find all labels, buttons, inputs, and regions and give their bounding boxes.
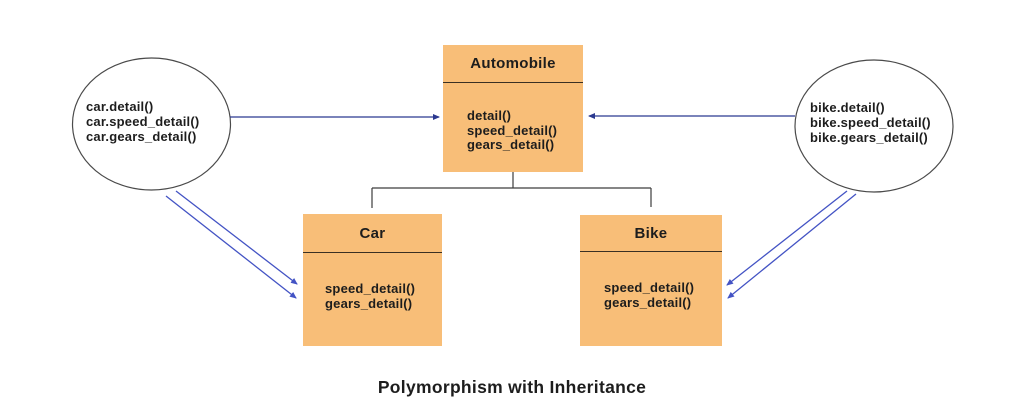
call-line: car.speed_detail() bbox=[86, 114, 200, 129]
method-item: speed_detail() bbox=[325, 281, 416, 296]
car-calls-ellipse bbox=[71, 57, 232, 191]
diagram-caption: Polymorphism with Inheritance bbox=[377, 377, 647, 397]
class-title-bike: Bike bbox=[580, 215, 722, 252]
class-methods-automobile: detail() speed_detail() gears_detail() bbox=[443, 83, 583, 153]
method-item: gears_detail() bbox=[467, 137, 555, 152]
call-line: car.detail() bbox=[86, 99, 154, 114]
car-dispatch-arrow-2 bbox=[165, 195, 297, 299]
method-item: speed_detail() bbox=[467, 122, 558, 138]
bike-dispatch-arrow-1 bbox=[726, 190, 848, 286]
call-line: bike.gears_detail() bbox=[810, 130, 928, 145]
class-methods-bike: speed_detail() gears_detail() bbox=[580, 252, 722, 310]
method-item: detail() bbox=[467, 108, 512, 123]
car-dispatch-arrow-1 bbox=[175, 190, 298, 285]
call-line: bike.detail() bbox=[810, 100, 885, 115]
inheritance-tree-line bbox=[371, 172, 652, 208]
call-line: car.gears_detail() bbox=[86, 129, 197, 144]
call-line: bike.speed_detail() bbox=[810, 115, 931, 130]
class-box-bike: Bike speed_detail() gears_detail() bbox=[580, 215, 722, 346]
method-item: speed_detail() bbox=[604, 280, 695, 295]
class-methods-car: speed_detail() gears_detail() bbox=[303, 253, 442, 311]
bike-dispatch-arrow-2 bbox=[727, 193, 857, 299]
method-item: gears_detail() bbox=[604, 294, 692, 310]
class-box-automobile: Automobile detail() speed_detail() gears… bbox=[443, 45, 583, 172]
bike-calls-ellipse bbox=[794, 59, 954, 193]
class-title-car: Car bbox=[303, 214, 442, 253]
bike-calls-text: bike.detail() bike.speed_detail() bike.g… bbox=[810, 100, 931, 145]
car-calls-text: car.detail() car.speed_detail() car.gear… bbox=[86, 99, 199, 144]
class-title-automobile: Automobile bbox=[443, 45, 583, 83]
class-box-car: Car speed_detail() gears_detail() bbox=[303, 214, 442, 346]
method-item: gears_detail() bbox=[325, 295, 413, 311]
